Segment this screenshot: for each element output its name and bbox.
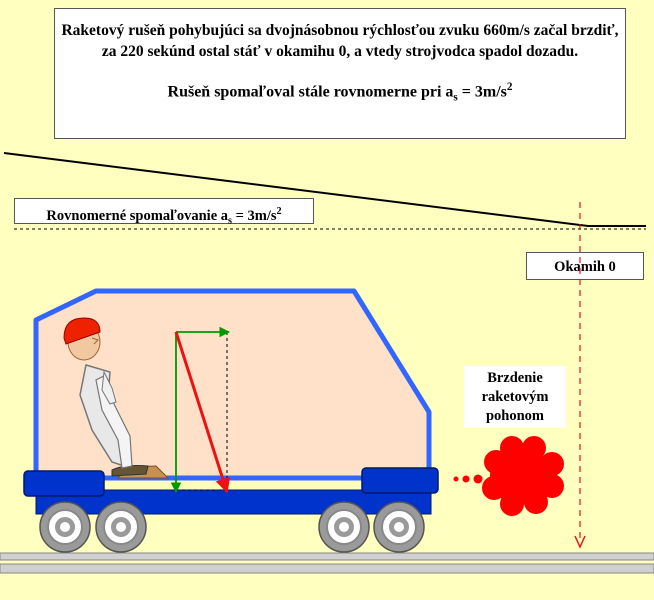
deceleration-sup: 2	[276, 206, 282, 217]
exhaust-dot	[453, 476, 459, 482]
title-line-2-sup: 2	[506, 81, 513, 93]
moment-zero-arrowhead	[574, 535, 586, 549]
rail-bottom	[0, 563, 654, 574]
title-line-2-unit: = 3m/s	[457, 83, 507, 101]
left-buffer	[23, 470, 105, 497]
wheel	[95, 501, 147, 553]
wheel	[39, 501, 91, 553]
rail-top	[0, 552, 654, 561]
title-box: Raketový rušeň pohybujúci sa dvojnásobno…	[54, 8, 626, 139]
wheel	[373, 501, 425, 553]
deceleration-unit: = 3m/s	[231, 207, 277, 224]
deceleration-text: Rovnomerné spomaľovanie a	[46, 207, 229, 224]
deceleration-label: Rovnomerné spomaľovanie as = 3m/s2	[14, 198, 314, 227]
deceleration-sub: s	[228, 215, 232, 227]
wheel	[318, 501, 370, 553]
train-driver-figure	[63, 317, 170, 479]
rocket-label-line-1: Brzdenie	[487, 370, 543, 386]
velocity-decrease-line	[3, 152, 646, 227]
title-line-2: Rušeň spomaľoval stále rovnomerne pri as…	[55, 77, 625, 109]
exhaust-dot	[462, 475, 470, 483]
rocket-exhaust-cloud	[482, 436, 564, 516]
right-buffer	[361, 467, 439, 494]
exhaust-dot	[473, 474, 483, 484]
rocket-label-line-3: pohonom	[485, 408, 545, 424]
title-line-2-text: Rušeň spomaľoval stále rovnomerne pri a	[167, 83, 454, 101]
rocket-label-line-2: raketovým	[481, 389, 549, 405]
red-resultant-vector	[174, 331, 231, 494]
title-line-1: Raketový rušeň pohybujúci sa dvojnásobno…	[61, 22, 619, 60]
rocket-braking-label: Brzdenie raketovým pohonom	[464, 366, 566, 428]
title-line-2-sub: s	[453, 91, 458, 104]
moment-zero-label: Okamih 0	[526, 252, 644, 280]
